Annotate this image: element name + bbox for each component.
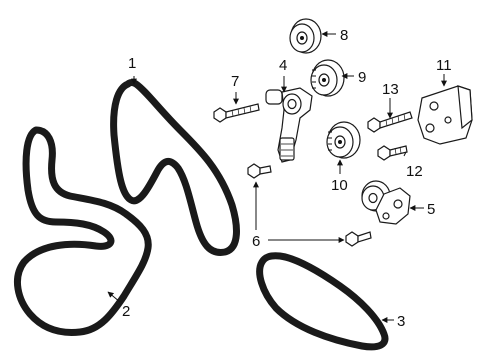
leader-2 (107, 291, 121, 303)
serpentine-belt-1 (110, 79, 240, 256)
callout-8: 8 (340, 27, 348, 44)
callout-9: 9 (358, 69, 366, 86)
bolt-13 (367, 111, 413, 133)
idler-bracket-5 (361, 180, 411, 225)
leader-lines (107, 31, 447, 323)
grooved-pulley-10 (326, 121, 361, 159)
bolt-6-upper (247, 163, 272, 179)
callout-5: 5 (427, 201, 435, 218)
idler-pulley-8 (289, 18, 322, 54)
bolt-6-lower (345, 231, 372, 247)
callout-1: 1 (128, 55, 136, 72)
callout-6: 6 (252, 233, 260, 250)
callout-13: 13 (382, 81, 399, 98)
callout-4: 4 (279, 57, 287, 74)
callout-2: 2 (122, 303, 130, 320)
callout-3: 3 (397, 313, 405, 330)
serpentine-belt-2 (13, 126, 152, 336)
bolt-7 (213, 103, 260, 123)
belt-tensioner-4 (265, 87, 313, 163)
callout-10: 10 (331, 177, 348, 194)
drive-belt-3 (256, 252, 389, 351)
bolt-12 (377, 145, 408, 161)
callout-labels: 1 2 3 4 5 6 7 8 9 10 11 12 13 (122, 27, 452, 330)
leader-12 (403, 151, 407, 157)
grooved-pulley-9 (310, 59, 345, 97)
callout-11: 11 (436, 57, 452, 74)
callout-12: 12 (406, 163, 423, 180)
callout-7: 7 (231, 73, 239, 90)
mounting-bracket-11 (417, 85, 473, 145)
